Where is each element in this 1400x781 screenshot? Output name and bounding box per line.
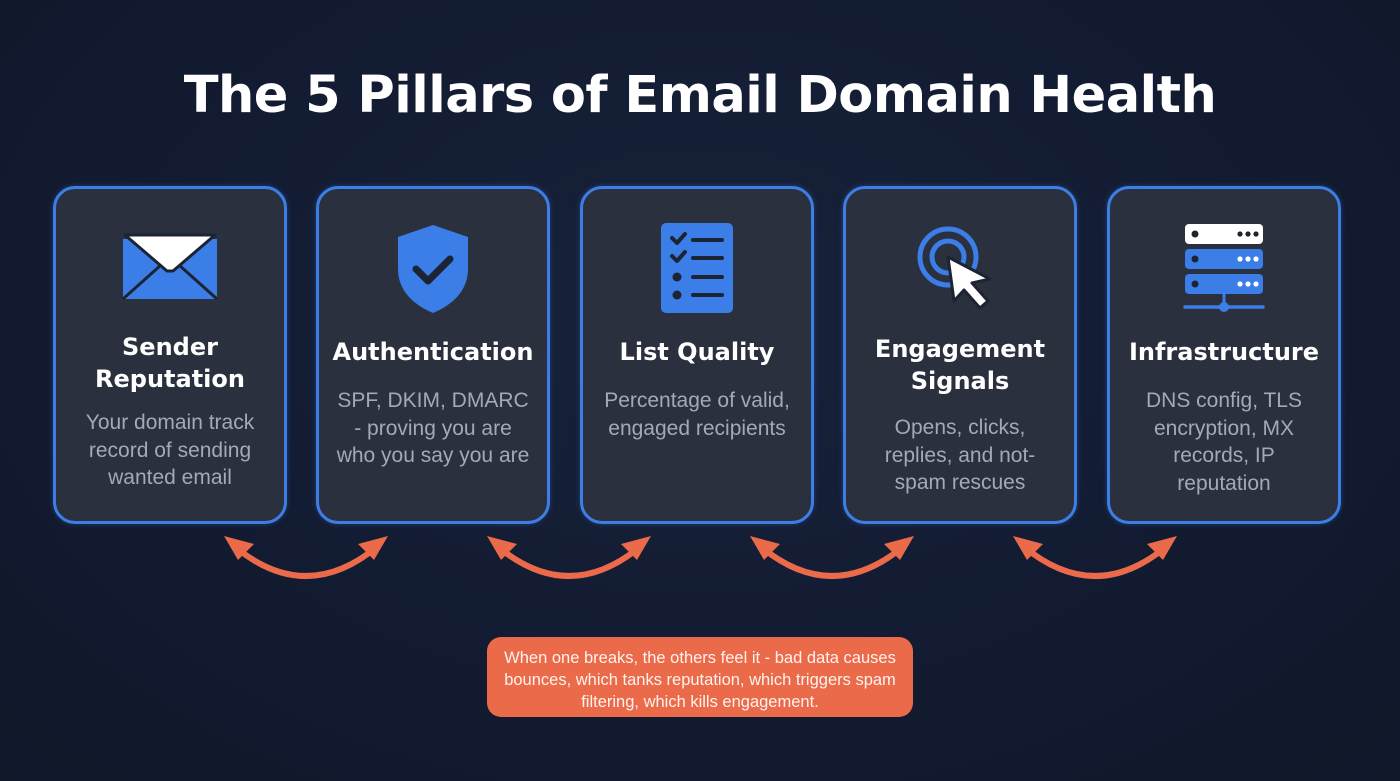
pillar-description: DNS config, TLS encryption, MX records, … [1145, 389, 1302, 495]
pillar-description: SPF, DKIM, DMARC - proving you are who y… [336, 389, 530, 467]
pillar-title: Sender Reputation [95, 333, 245, 393]
bidirectional-arrow-icon [1013, 536, 1177, 579]
pillar-title: Infrastructure [1128, 338, 1320, 366]
pillar-title: List Quality [619, 338, 775, 366]
pillar-card-engagement-signals: Engagement Signals Opens, clicks, replie… [843, 186, 1077, 524]
pillar-card-authentication: Authentication SPF, DKIM, DMARC - provin… [316, 186, 550, 524]
server-icon [1110, 222, 1338, 312]
checklist-icon [583, 222, 811, 314]
pillar-description: Percentage of valid, engaged recipients [604, 389, 790, 440]
envelope-icon [56, 233, 284, 301]
pillar-card-list-quality: List Quality Percentage of valid, engage… [580, 186, 814, 524]
pillar-description: Opens, clicks, replies, and not-spam res… [884, 416, 1036, 494]
bidirectional-arrow-icon [224, 536, 388, 579]
bidirectional-arrow-icon [487, 536, 651, 579]
pillar-title: Authentication [332, 338, 534, 366]
click-cursor-icon [846, 225, 1074, 311]
interdependency-note: When one breaks, the others feel it - ba… [487, 637, 913, 717]
bidirectional-arrow-icon [750, 536, 914, 579]
pillar-card-sender-reputation: Sender Reputation Your domain track reco… [53, 186, 287, 524]
pillar-title: Engagement Signals [874, 335, 1046, 395]
page-title: The 5 Pillars of Email Domain Health [183, 66, 1217, 125]
shield-check-icon [319, 223, 547, 315]
pillar-description: Your domain track record of sending want… [85, 411, 255, 489]
pillar-card-infrastructure: Infrastructure DNS config, TLS encryptio… [1107, 186, 1341, 524]
